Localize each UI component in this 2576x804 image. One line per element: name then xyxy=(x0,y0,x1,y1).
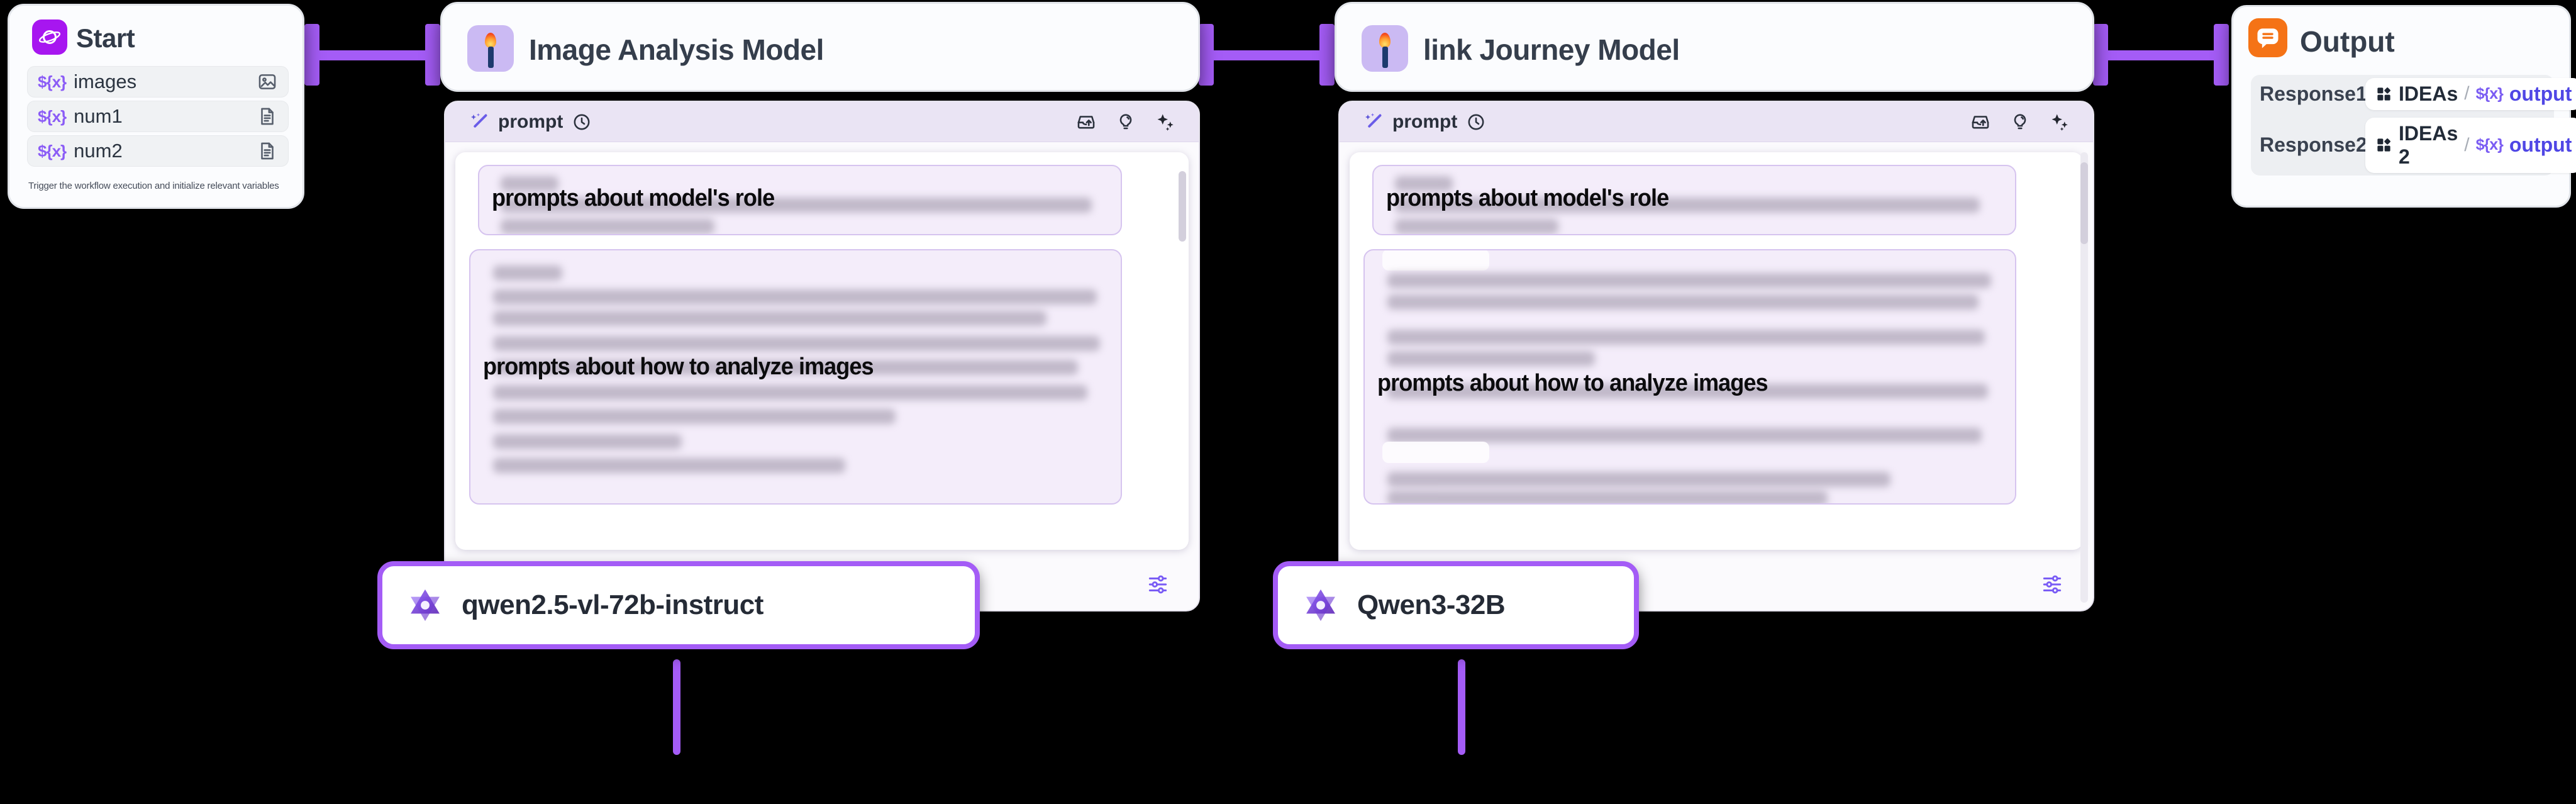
start-node-description: Trigger the workflow execution and initi… xyxy=(28,181,279,191)
prompt-how-box[interactable] xyxy=(1363,249,2016,505)
prompt-role-box[interactable] xyxy=(478,165,1122,235)
connector-line xyxy=(317,50,428,60)
chat-bubble-icon xyxy=(2248,18,2287,57)
response-label: Response1: xyxy=(2260,82,2374,105)
prompt-label: prompt xyxy=(498,111,564,132)
variable-name: output xyxy=(2509,133,2572,156)
variable-prefix: ${x} xyxy=(38,72,67,91)
model-name: qwen2.5-vl-72b-instruct xyxy=(462,589,763,620)
output-row-1: Response1: IDEAs / ${x} output xyxy=(2260,77,2576,110)
output-variables-panel: Response1: IDEAs / ${x} output Response2… xyxy=(2251,75,2576,176)
sparkles-icon[interactable] xyxy=(2049,111,2070,133)
prompt-section-header: prompt xyxy=(445,102,1199,142)
llm-node-2-prompt-panel: prompt xyxy=(1338,101,2094,611)
output-node-title: Output xyxy=(2300,25,2395,58)
clock-icon[interactable] xyxy=(1466,112,1486,132)
qwen-logo-icon xyxy=(1301,585,1341,625)
lightbulb-icon[interactable] xyxy=(2010,112,2030,132)
llm-node-2-header[interactable]: link Journey Model xyxy=(1335,2,2094,92)
image-icon xyxy=(257,71,278,92)
model-selector-2[interactable]: Qwen3-32B xyxy=(1273,561,1639,649)
model-name: Qwen3-32B xyxy=(1357,589,1506,620)
response-label: Response2: xyxy=(2260,133,2374,156)
start-variable-num2[interactable]: ${x} num2 xyxy=(27,135,289,167)
sparkles-icon[interactable] xyxy=(1155,111,1176,133)
separator: / xyxy=(2464,134,2470,155)
export-tray-icon[interactable] xyxy=(1075,111,1097,133)
model-selector-1[interactable]: qwen2.5-vl-72b-instruct xyxy=(377,561,980,649)
variable-reference-pill[interactable]: IDEAs 2 / ${x} output xyxy=(2365,117,2576,173)
prompt-role-box[interactable] xyxy=(1372,165,2016,235)
annotation-role: prompts about model's role xyxy=(1386,185,1669,211)
connector-line xyxy=(2106,50,2216,60)
lightbulb-icon[interactable] xyxy=(1116,112,1136,132)
annotation-role: prompts about model's role xyxy=(492,185,775,211)
variable-prefix: ${x} xyxy=(2475,136,2504,154)
model-settings-icon[interactable] xyxy=(1146,572,1170,596)
variable-prefix: ${x} xyxy=(38,106,67,126)
connector-drop-line xyxy=(673,659,680,755)
llm-node-2-title: link Journey Model xyxy=(1423,33,1680,66)
connector-stub xyxy=(425,24,440,86)
prompt-section-header: prompt xyxy=(1340,102,2093,142)
start-node[interactable]: Start ${x} images ${x} num1 ${x} num2 xyxy=(8,4,304,209)
torch-icon xyxy=(467,25,514,72)
export-tray-icon[interactable] xyxy=(1970,111,1991,133)
torch-icon xyxy=(1362,25,1408,72)
qwen-logo-icon xyxy=(405,585,445,625)
variable-name: output xyxy=(2509,82,2572,105)
scrollbar-thumb[interactable] xyxy=(1179,171,1186,242)
annotation-how: prompts about how to analyze images xyxy=(483,354,874,380)
source-node-name: IDEAs xyxy=(2399,82,2458,105)
variable-prefix: ${x} xyxy=(38,141,67,160)
scrollbar-track[interactable] xyxy=(2080,152,2088,603)
blocks-icon xyxy=(2375,137,2392,154)
file-icon xyxy=(257,140,278,162)
blocks-icon xyxy=(2375,86,2392,103)
separator: / xyxy=(2464,83,2470,104)
variable-name: num2 xyxy=(74,140,123,162)
magic-wand-icon xyxy=(468,111,491,133)
output-node[interactable]: Output Response1: IDEAs / ${x} output xyxy=(2231,5,2576,208)
connector-line xyxy=(1211,50,1322,60)
llm-node-1-title: Image Analysis Model xyxy=(529,33,824,66)
llm-node-1-header[interactable]: Image Analysis Model xyxy=(440,2,1200,92)
file-icon xyxy=(257,106,278,127)
start-variable-images[interactable]: ${x} images xyxy=(27,66,289,98)
variable-prefix: ${x} xyxy=(2475,84,2504,103)
output-row-2: Response2: IDEAs 2 / ${x} output xyxy=(2260,117,2576,173)
connector-drop-line xyxy=(1458,659,1465,755)
variable-name: images xyxy=(74,70,137,92)
prompt-how-box[interactable] xyxy=(469,249,1122,505)
magic-wand-icon xyxy=(1362,111,1385,133)
start-node-title: Start xyxy=(76,23,135,53)
model-settings-icon[interactable] xyxy=(2040,572,2064,596)
llm-node-1-prompt-panel: prompt xyxy=(444,101,1200,611)
start-variable-num1[interactable]: ${x} num1 xyxy=(27,101,289,132)
variable-name: num1 xyxy=(74,105,123,127)
connector-stub xyxy=(1319,24,1335,86)
connector-stub xyxy=(2214,24,2229,86)
clock-icon[interactable] xyxy=(572,112,592,132)
prompt-label: prompt xyxy=(1392,111,1458,132)
source-node-name: IDEAs 2 xyxy=(2399,121,2458,168)
scrollbar-thumb[interactable] xyxy=(2080,162,2088,244)
planet-icon xyxy=(32,20,67,55)
variable-reference-pill[interactable]: IDEAs / ${x} output xyxy=(2365,77,2576,110)
annotation-how: prompts about how to analyze images xyxy=(1377,370,1768,396)
